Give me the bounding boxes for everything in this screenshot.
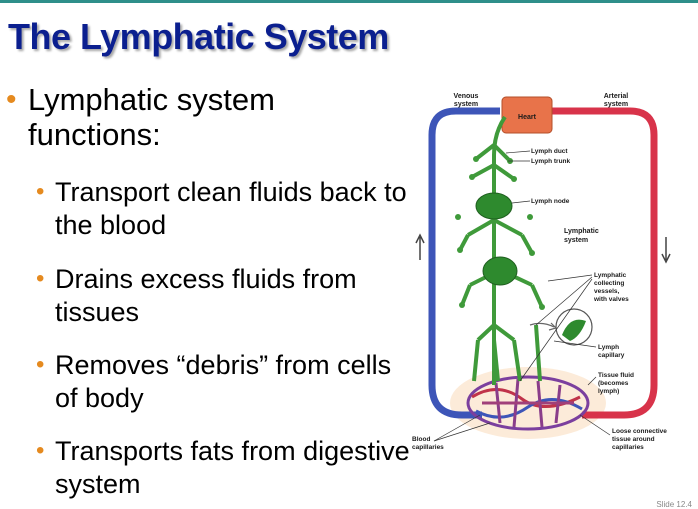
svg-text:(becomes: (becomes	[598, 380, 629, 387]
svg-text:Lymph: Lymph	[598, 344, 619, 351]
svg-text:with valves: with valves	[593, 296, 629, 303]
lymph-node-icon	[482, 256, 518, 286]
svg-text:Lymph duct: Lymph duct	[531, 148, 568, 155]
svg-text:system: system	[454, 101, 478, 108]
svg-text:capillary: capillary	[598, 352, 625, 359]
lymph-node-icon	[475, 192, 513, 220]
capillary-bed	[466, 375, 590, 431]
svg-text:Heart: Heart	[518, 114, 537, 121]
svg-text:Venous: Venous	[454, 93, 479, 100]
svg-text:vessels,: vessels,	[594, 288, 619, 295]
lymphatic-vessels	[458, 115, 544, 385]
down-arrow-icon	[661, 237, 671, 264]
svg-text:Loose connective: Loose connective	[612, 428, 667, 435]
svg-text:Blood: Blood	[412, 436, 430, 443]
svg-text:Tissue fluid: Tissue fluid	[598, 372, 634, 379]
svg-text:Lymph trunk: Lymph trunk	[531, 158, 571, 165]
bullet-dot-icon: •	[36, 265, 45, 292]
svg-text:tissue around: tissue around	[612, 436, 655, 443]
slide-number: Slide 12.4	[656, 500, 692, 509]
svg-text:capillaries: capillaries	[412, 444, 444, 451]
svg-text:Lymphatic: Lymphatic	[564, 228, 599, 235]
arterial-vessel	[550, 107, 658, 419]
up-arrow-icon	[415, 233, 425, 260]
slide-title: The Lymphatic System	[8, 16, 389, 57]
svg-text:collecting: collecting	[594, 280, 624, 287]
bullet-dot-icon: •	[36, 178, 45, 205]
svg-text:Arterial: Arterial	[604, 93, 629, 100]
bullet-dot-icon: •	[36, 437, 45, 464]
bullet-dot-icon: •	[6, 83, 17, 116]
sub-bullet-text: Removes “debris” from cells of body	[55, 350, 392, 413]
sub-bullet-text: Transports fats from digestive system	[55, 436, 410, 499]
heart-icon	[501, 96, 553, 134]
venous-vessel	[428, 107, 500, 419]
svg-text:system: system	[604, 101, 628, 108]
sub-bullet-text: Transport clean fluids back to the blood	[55, 177, 407, 240]
sub-bullet-text: Drains excess fluids from tissues	[55, 264, 357, 327]
svg-text:system: system	[564, 237, 588, 244]
bullet-dot-icon: •	[36, 351, 45, 378]
top-rule	[0, 0, 698, 3]
svg-text:capillaries: capillaries	[612, 444, 644, 451]
lymphatic-diagram: Heart	[410, 85, 698, 509]
svg-text:Lymphatic: Lymphatic	[594, 272, 627, 279]
svg-text:Lymph node: Lymph node	[531, 198, 570, 205]
svg-text:lymph): lymph)	[598, 388, 619, 395]
main-bullet-text: Lymphatic system functions:	[28, 82, 275, 152]
